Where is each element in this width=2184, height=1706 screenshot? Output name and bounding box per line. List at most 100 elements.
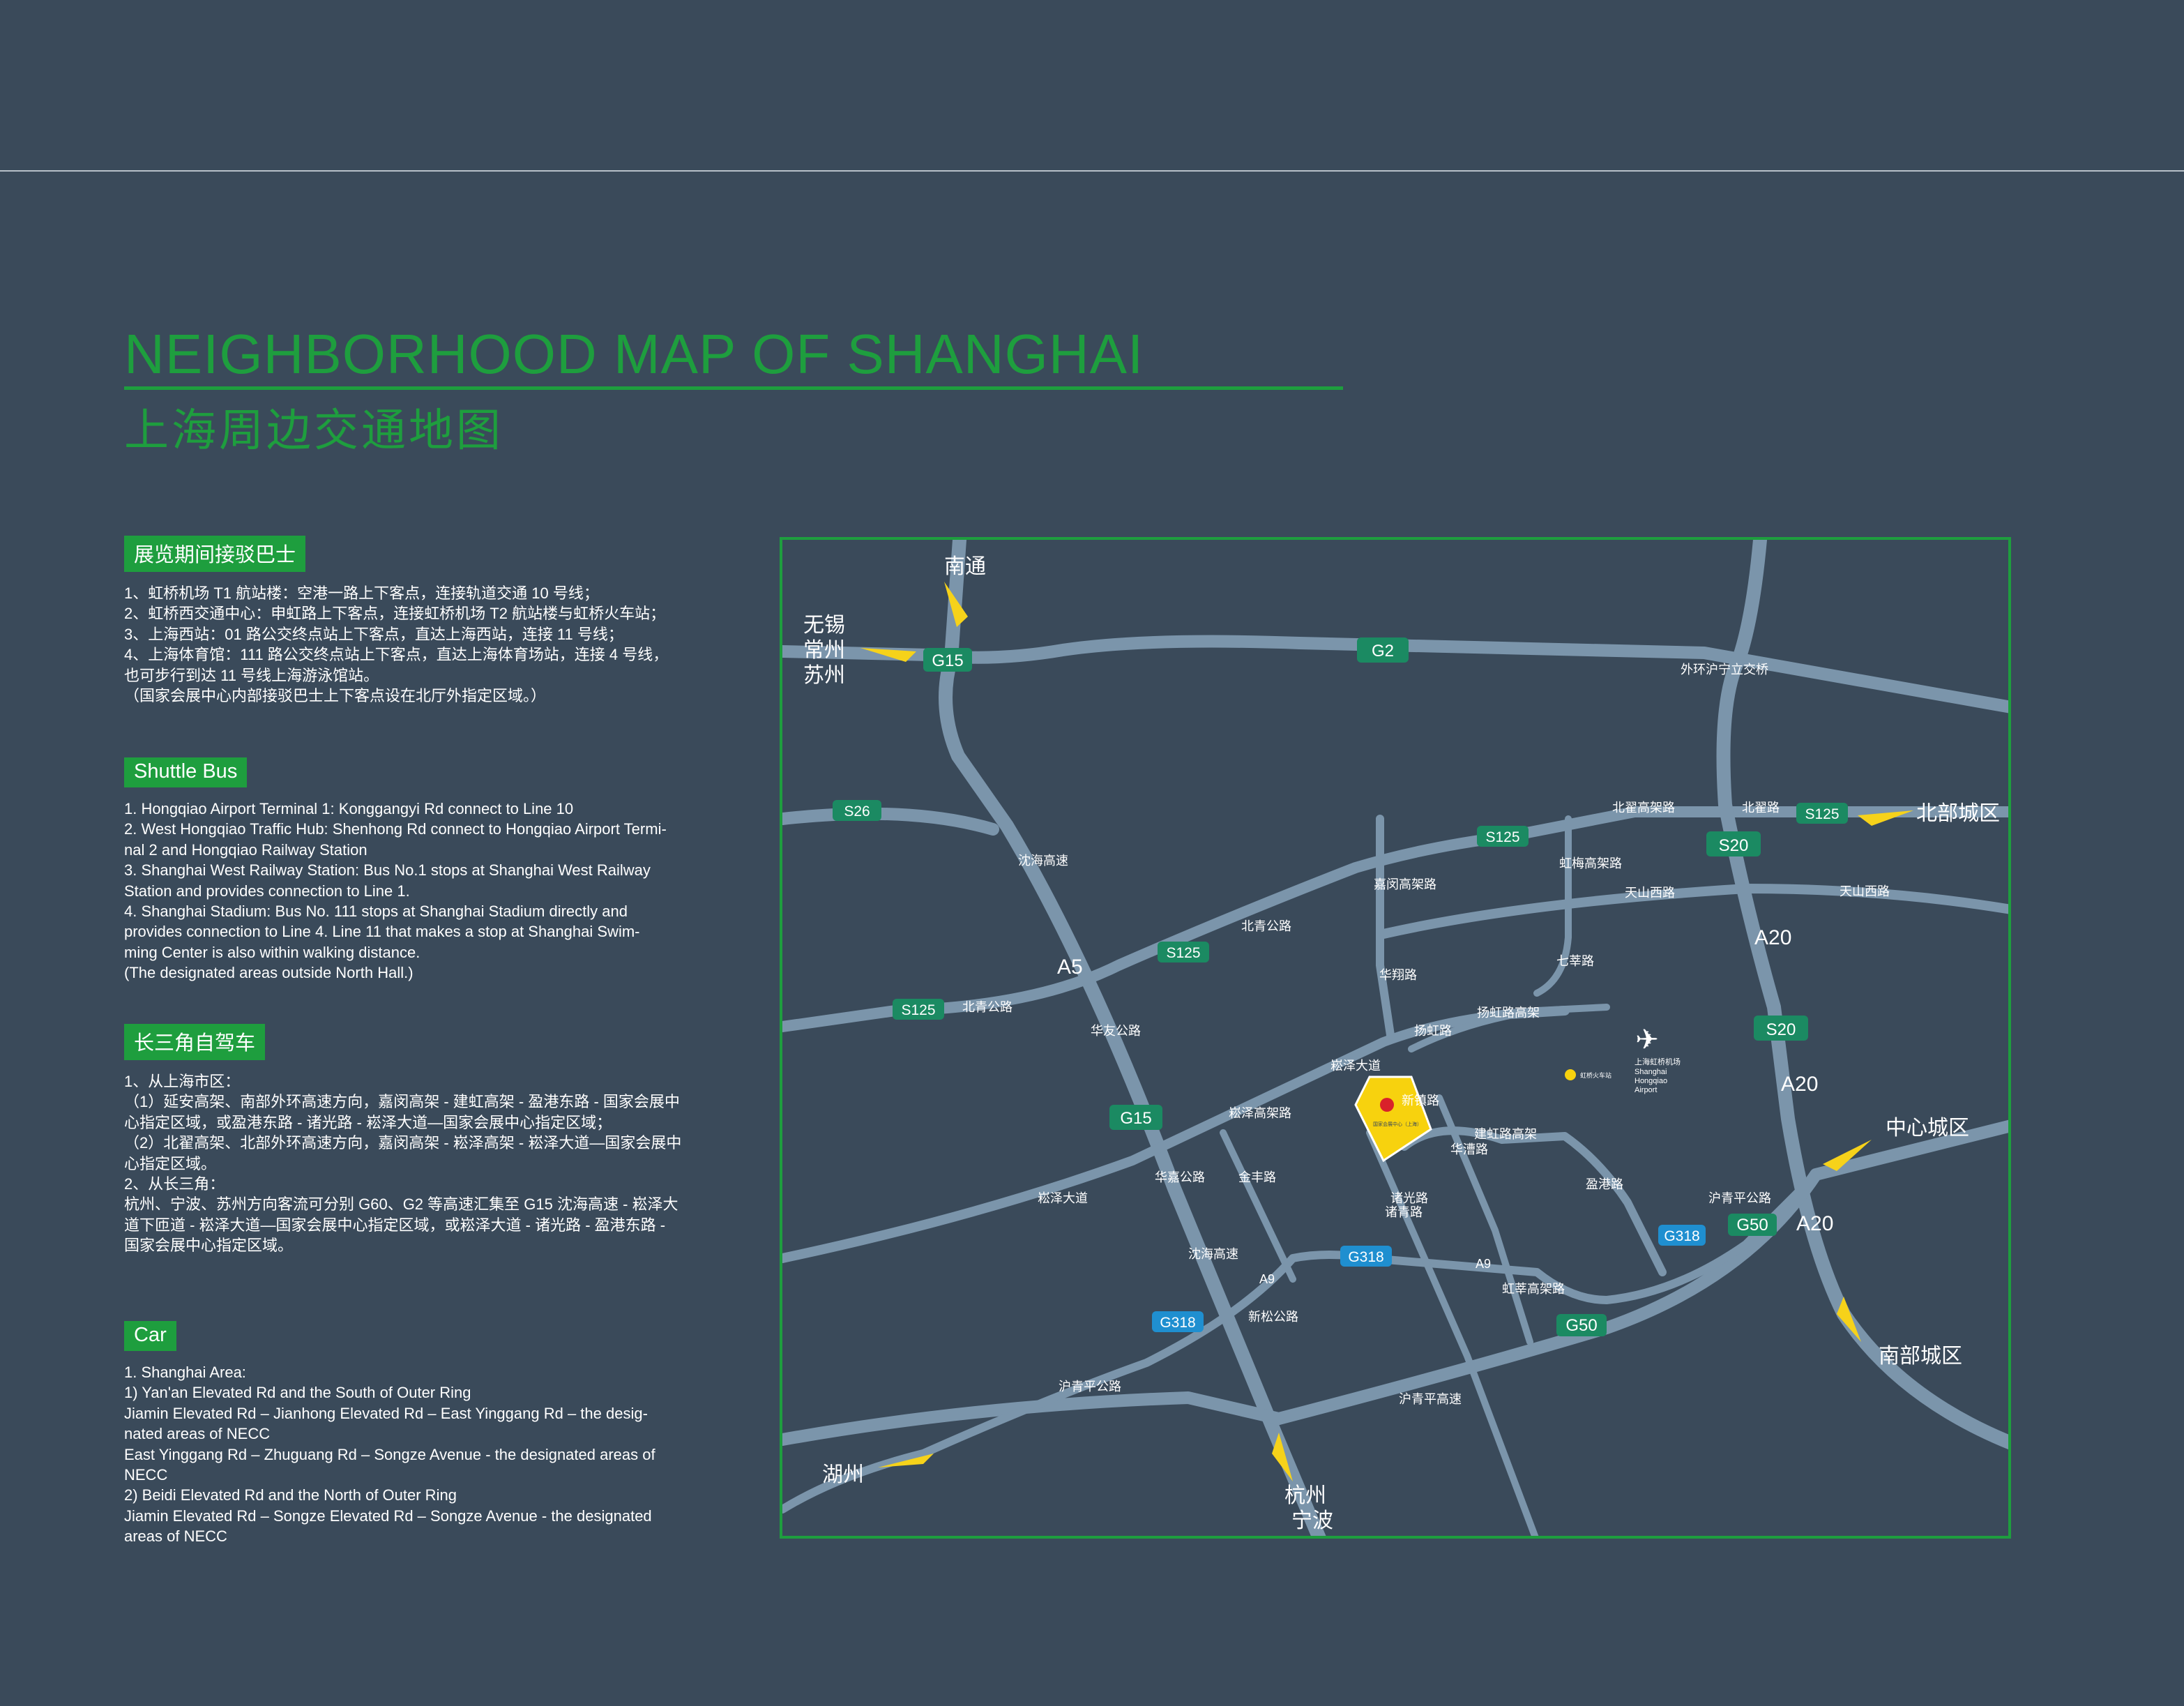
road-label: 沪青平高速 <box>1399 1392 1462 1406</box>
road-songze <box>782 1006 1570 1263</box>
section-line: nated areas of NECC <box>124 1425 271 1443</box>
arrow-from-south-icon <box>1837 1297 1861 1342</box>
road-label: 天山西路 <box>1625 886 1675 900</box>
section-line: 2、虹桥西交通中心：申虹路上下客点，连接虹桥机场 T2 航站楼与虹桥火车站； <box>124 605 666 623</box>
section-line: 2、从长三角： <box>124 1175 225 1193</box>
road-label: 扬虹路高架 <box>1477 1006 1540 1020</box>
section-line: areas of NECC <box>124 1527 227 1546</box>
road-label: 北翟路 <box>1742 801 1780 815</box>
section-body: 1. Shanghai Area: 1) Yan'an Elevated Rd … <box>124 1362 717 1547</box>
shield-s125-north <box>1796 803 1848 824</box>
direction-arrows <box>860 582 1913 1481</box>
shield-s20-south <box>1754 1016 1808 1041</box>
map-frame: 国家会展中心（上海） ✈ 上海虹桥机场 Shanghai Hongqiao Ai… <box>780 537 2011 1539</box>
section-line: Jiamin Elevated Rd – Songze Elevated Rd … <box>124 1507 652 1525</box>
section-heading: Shuttle Bus <box>124 757 248 787</box>
section-line: Jiamin Elevated Rd – Jianhong Elevated R… <box>124 1404 648 1422</box>
road-huacao <box>1436 1094 1533 1345</box>
road-label: 崧泽大道 <box>1330 1059 1381 1073</box>
shield-label: S20 <box>1766 1020 1796 1039</box>
road-label: 盈港路 <box>1586 1177 1623 1191</box>
place-label: 南部城区 <box>1879 1345 1962 1368</box>
road-label: 华友公路 <box>1091 1024 1141 1038</box>
section-line: 3、上海西站：01 路公交终点站上下客点，直达上海西站，连接 11 号线； <box>124 625 623 643</box>
section-line: Station and provides connection to Line … <box>124 882 410 900</box>
road-label: 天山西路 <box>1840 884 1890 898</box>
section-car: Car 1. Shanghai Area: 1) Yan'an Elevated… <box>124 1321 717 1547</box>
shield-label: S125 <box>1485 829 1519 845</box>
section-heading: Car <box>124 1321 176 1351</box>
road-label: 沪青平公路 <box>1708 1191 1771 1205</box>
place-label: 常州 <box>803 639 845 662</box>
shield-label: G50 <box>1565 1316 1597 1335</box>
section-line: (The designated areas outside North Hall… <box>124 964 414 982</box>
road-a20 <box>1716 540 2008 1450</box>
section-line: 心指定区域。 <box>124 1154 217 1172</box>
shield-g318-east <box>1658 1225 1706 1246</box>
shield-g318-mid <box>1340 1246 1392 1267</box>
shield-label: S20 <box>1719 836 1749 855</box>
road-label: A9 <box>1259 1272 1275 1286</box>
road-label: 金丰路 <box>1238 1170 1276 1184</box>
section-bus-cn: 展览期间接驳巴士 1、虹桥机场 T1 航站楼：空港一路上下客点，连接轨道交通 1… <box>124 536 717 706</box>
section-line: 1、虹桥机场 T1 航站楼：空港一路上下客点，连接轨道交通 10 号线； <box>124 584 599 602</box>
road-label: 诸青路 <box>1385 1205 1423 1219</box>
section-line: East Yinggang Rd – Zhuguang Rd – Songze … <box>124 1445 655 1463</box>
shield-s125-east <box>1477 826 1529 847</box>
section-line: 1. Shanghai Area: <box>124 1364 246 1381</box>
shield-label: G318 <box>1664 1228 1699 1244</box>
section-heading: 长三角自驾车 <box>124 1024 266 1060</box>
venue: 国家会展中心（上海） <box>1354 1075 1432 1163</box>
shield-s26 <box>833 800 881 821</box>
airport: ✈ 上海虹桥机场 Shanghai Hongqiao Airport 虹桥火车站 <box>1565 1025 1681 1094</box>
shield-label: G50 <box>1736 1216 1768 1235</box>
shield-label: G15 <box>932 651 963 670</box>
road-labels: 外环沪宁立交桥 北翟高架路 北翟路 天山西路 天山西路 北青公路 北青公路 沈海… <box>962 663 1890 1406</box>
road-network <box>782 540 2008 1536</box>
road-label: 北青公路 <box>962 1000 1013 1014</box>
section-line: provides connection to Line 4. Line 11 t… <box>124 923 640 941</box>
section-line: NECC <box>124 1466 168 1484</box>
place-labels: 南通 无锡 常州 苏州 北部城区 中心城区 南部城区 湖州 杭州 宁波 <box>803 555 2000 1532</box>
section-line: （国家会展中心内部接驳巴士上下客点设在北厅外指定区域。） <box>124 687 547 705</box>
road-label: 华漕路 <box>1450 1142 1488 1156</box>
road-jinfeng <box>1220 1129 1296 1283</box>
neighborhood-map: 国家会展中心（上海） ✈ 上海虹桥机场 Shanghai Hongqiao Ai… <box>782 540 2008 1536</box>
arrow-from-huzhou-icon <box>878 1454 934 1467</box>
road-g2 <box>782 635 2008 714</box>
expressway-letters: A5 A20 A20 A20 <box>1057 926 1833 1235</box>
road-label: 崧泽大道 <box>1038 1191 1088 1205</box>
section-line: 杭州、宁波、苏州方向客流可分别 G60、G2 等高速汇集至 G15 沈海高速 -… <box>124 1195 678 1214</box>
shield-label: S125 <box>1166 945 1200 961</box>
place-label: 北部城区 <box>1916 802 2000 825</box>
road-label: 华翔路 <box>1379 968 1417 982</box>
section-body: 1、虹桥机场 T1 航站楼：空港一路上下客点，连接轨道交通 10 号线； 2、虹… <box>124 583 717 706</box>
section-drive-cn: 长三角自驾车 1、从上海市区： （1）延安高架、南部外环高速方向，嘉闵高架 - … <box>124 1024 717 1256</box>
road-label: 外环沪宁立交桥 <box>1681 663 1768 677</box>
shield-label: G2 <box>1372 642 1394 660</box>
road-label: 崧泽高架路 <box>1229 1106 1291 1120</box>
road-s125 <box>782 806 2008 1032</box>
shield-g50-mid <box>1556 1314 1607 1336</box>
section-line: 道下匝道 - 崧泽大道—国家会展中心指定区域，或崧泽大道 - 诸光路 - 盈港东… <box>124 1216 666 1234</box>
place-label: 无锡 <box>803 614 845 637</box>
top-divider <box>0 170 2184 172</box>
road-yanghong <box>1408 1004 1610 1052</box>
airport-name-en: Hongqiao <box>1635 1077 1667 1085</box>
place-label: 宁波 <box>1291 1509 1333 1532</box>
road-label: 诸光路 <box>1390 1191 1428 1205</box>
arrow-from-hangzhou-icon <box>1272 1433 1293 1481</box>
arrow-from-nantong-icon <box>944 582 968 627</box>
road-jianhong <box>1400 1126 1667 1276</box>
expressway-letter: A5 <box>1057 956 1083 979</box>
section-line: 3. Shanghai West Railway Station: Bus No… <box>124 861 651 880</box>
arrow-from-wuxi-icon <box>860 648 916 662</box>
road-s26 <box>782 807 999 836</box>
airport-name-en: Shanghai <box>1635 1068 1667 1076</box>
shield-label: S125 <box>901 1002 935 1018</box>
road-label: 沈海高速 <box>1018 854 1068 868</box>
shield-label: G318 <box>1348 1249 1383 1265</box>
section-shuttle-bus: Shuttle Bus 1. Hongqiao Airport Terminal… <box>124 757 717 983</box>
shield-g15-north <box>923 648 972 672</box>
road-label: 七莘路 <box>1556 954 1594 968</box>
